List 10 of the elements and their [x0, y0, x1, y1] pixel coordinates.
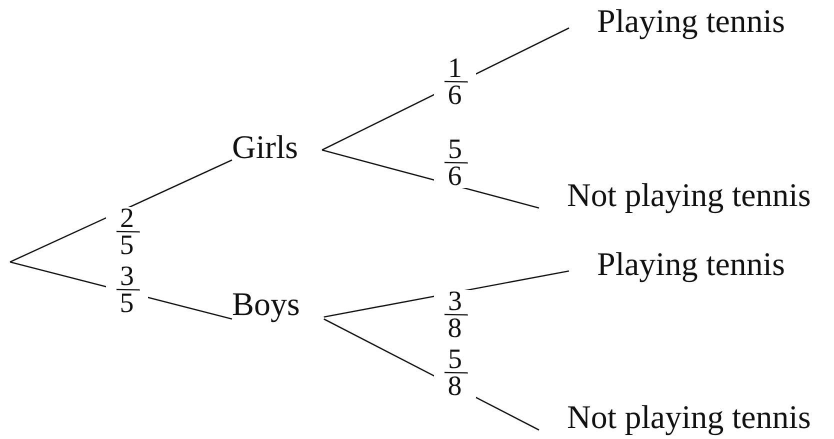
- outcome-label: Girls: [232, 130, 322, 166]
- edge-label: 1/6: [434, 57, 476, 107]
- edge-label: 3/5: [106, 265, 148, 315]
- outcome-label: Playing tennis: [569, 247, 785, 283]
- outcome-label: Not playing tennis: [539, 400, 811, 436]
- outcome-label: Boys: [232, 287, 324, 323]
- edge-label: 5/8: [434, 348, 476, 398]
- outcome-label: Not playing tennis: [539, 178, 811, 214]
- outcome-label: Playing tennis: [569, 4, 785, 40]
- branch-line: [10, 159, 232, 263]
